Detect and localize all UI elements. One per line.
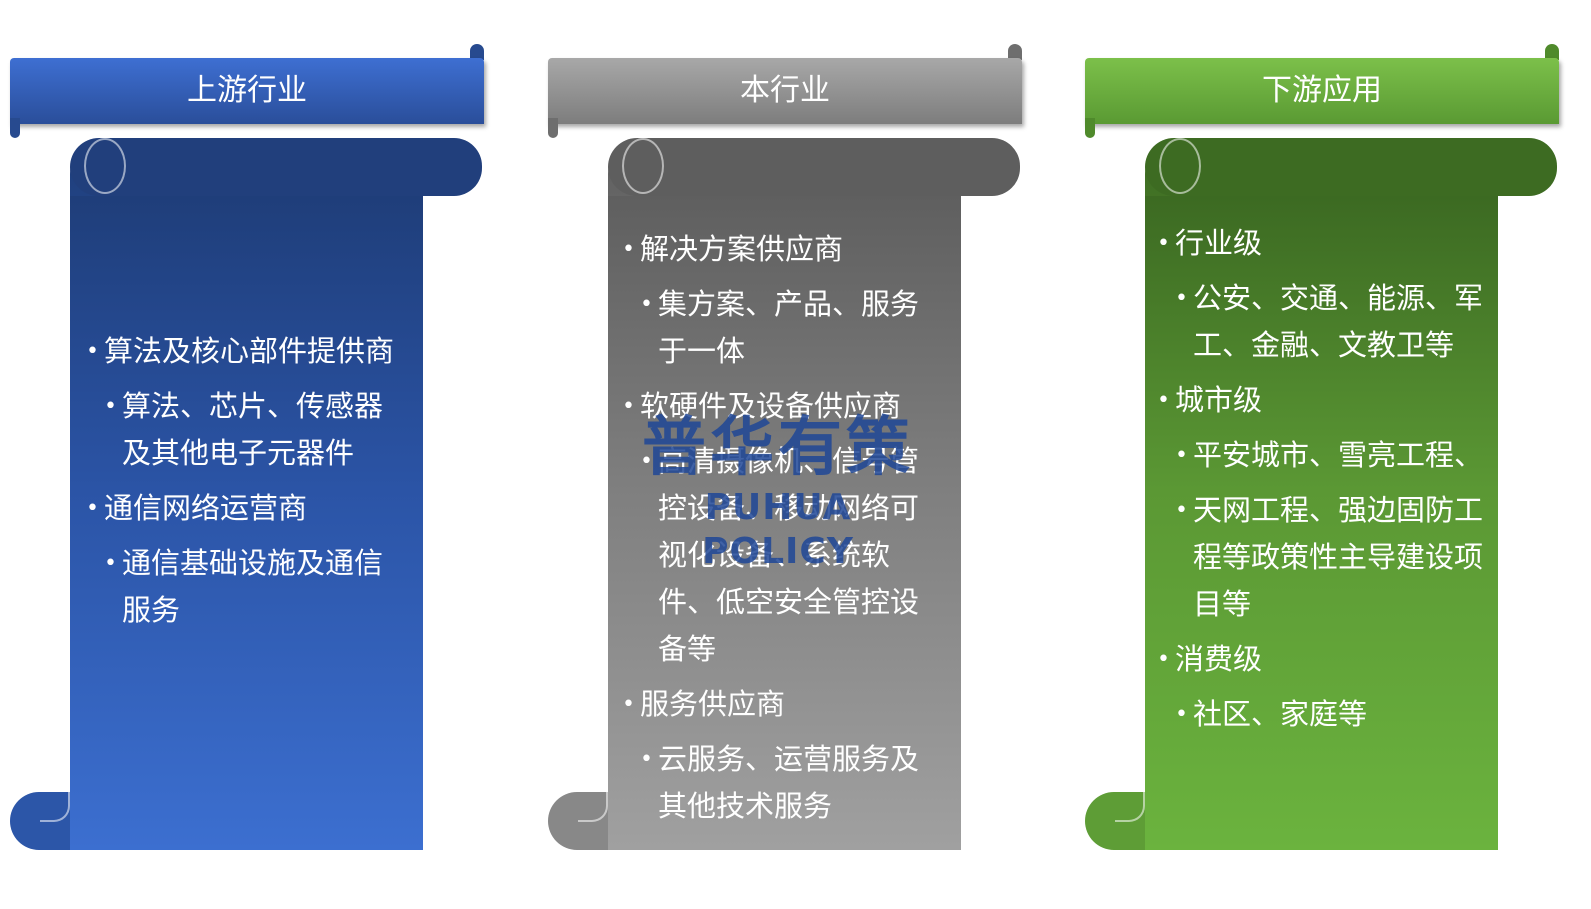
upstream-scroll: 上游行业 算法及核心部件提供商 算法、芯片、传感器及其他电子元器件 通信网络运营… (10, 0, 530, 909)
list-subitem: 高清摄像机、信号管控设备、移动网络可视化设备、系统软件、低空安全管控设备等 (622, 438, 947, 673)
list-item: 服务供应商 (622, 681, 947, 728)
industry-list: 解决方案供应商 集方案、产品、服务于一体 软硬件及设备供应商 高清摄像机、信号管… (622, 226, 947, 838)
downstream-title: 下游应用 (1262, 73, 1382, 108)
banner-curl (470, 44, 484, 60)
list-item: 解决方案供应商 (622, 226, 947, 273)
list-subitem: 算法、芯片、传感器及其他电子元器件 (86, 383, 406, 477)
downstream-banner (1085, 58, 1559, 124)
list-item: 行业级 (1157, 220, 1487, 267)
list-subitem: 通信基础设施及通信服务 (86, 540, 406, 634)
scroll-roll-top (608, 138, 1020, 196)
list-subitem: 平安城市、雪亮工程、 (1157, 432, 1487, 479)
list-subitem: 公安、交通、能源、军工、金融、文教卫等 (1157, 275, 1487, 369)
banner-curl (1008, 44, 1022, 60)
scroll-roll-top (1145, 138, 1557, 196)
scroll-curl (578, 792, 608, 822)
downstream-list: 行业级 公安、交通、能源、军工、金融、文教卫等 城市级 平安城市、雪亮工程、 天… (1157, 220, 1487, 746)
industry-banner (548, 58, 1022, 124)
list-item: 算法及核心部件提供商 (86, 328, 406, 375)
banner-curl (10, 118, 20, 138)
upstream-list: 算法及核心部件提供商 算法、芯片、传感器及其他电子元器件 通信网络运营商 通信基… (86, 328, 406, 642)
downstream-scroll: 下游应用 行业级 公安、交通、能源、军工、金融、文教卫等 城市级 平安城市、雪亮… (1085, 0, 1591, 909)
scroll-curl (622, 138, 664, 194)
scroll-curl (40, 792, 70, 822)
scroll-curl (1159, 138, 1201, 194)
list-subitem: 社区、家庭等 (1157, 691, 1487, 738)
list-item: 城市级 (1157, 377, 1487, 424)
industry-title: 本行业 (740, 73, 830, 108)
scroll-curl (1115, 792, 1145, 822)
scroll-roll-top (70, 138, 482, 196)
list-item: 消费级 (1157, 636, 1487, 683)
upstream-banner (10, 58, 484, 124)
list-subitem: 集方案、产品、服务于一体 (622, 281, 947, 375)
banner-curl (1085, 118, 1095, 138)
banner-curl (548, 118, 558, 138)
list-subitem: 天网工程、强边固防工程等政策性主导建设项目等 (1157, 487, 1487, 628)
scroll-curl (84, 138, 126, 194)
list-subitem: 云服务、运营服务及其他技术服务 (622, 736, 947, 830)
banner-curl (1545, 44, 1559, 60)
list-item: 通信网络运营商 (86, 485, 406, 532)
industry-scroll: 本行业 解决方案供应商 集方案、产品、服务于一体 软硬件及设备供应商 高清摄像机… (548, 0, 1068, 909)
list-item: 软硬件及设备供应商 (622, 383, 947, 430)
upstream-title: 上游行业 (187, 73, 307, 108)
